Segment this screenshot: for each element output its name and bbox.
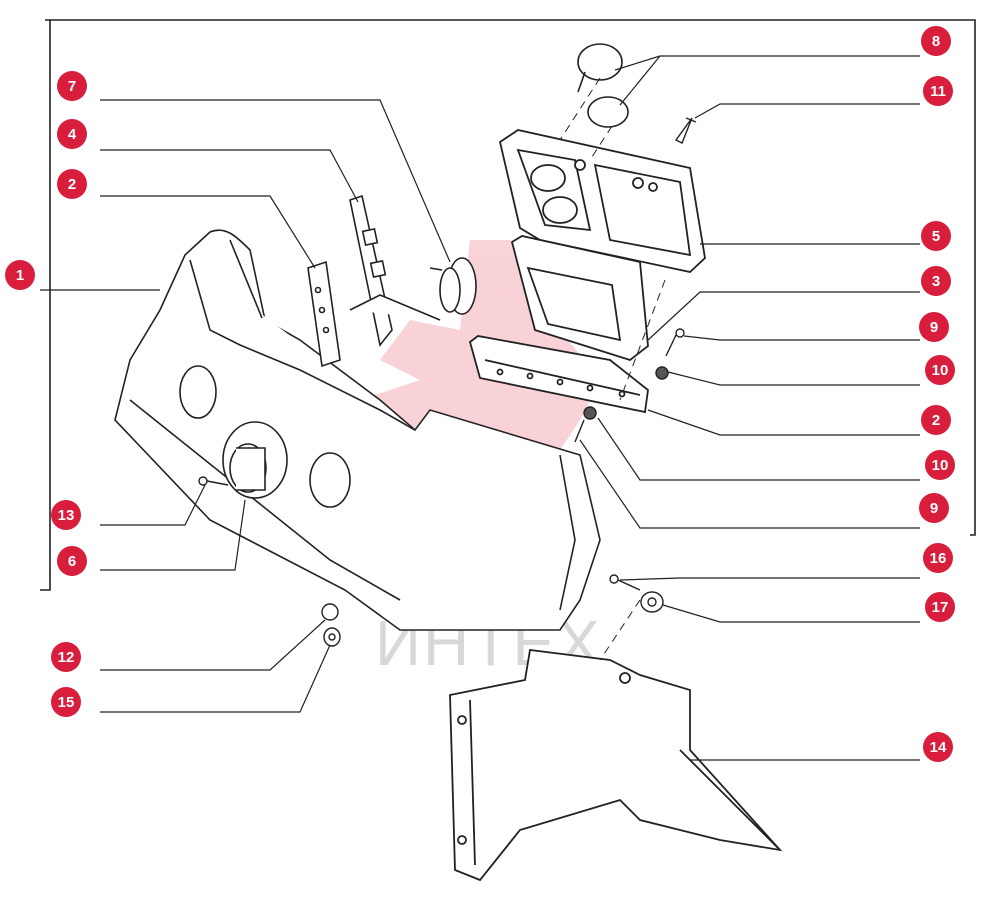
svg-text:9: 9 (930, 319, 938, 336)
svg-text:17: 17 (932, 599, 949, 616)
part-screw-13 (198, 476, 229, 486)
part-buttons (577, 43, 629, 128)
callout-5: 5 (921, 221, 951, 251)
callout-9-upper: 9 (919, 312, 949, 342)
callout-11: 11 (923, 76, 953, 106)
svg-text:2: 2 (932, 412, 940, 429)
alignment-lines (559, 77, 666, 661)
part-fasteners-9-10 (574, 328, 685, 443)
svg-text:15: 15 (58, 694, 75, 711)
callout-1: 1 (5, 260, 35, 290)
callout-4: 4 (57, 119, 87, 149)
part-lower-bracket (449, 648, 783, 882)
assembly-bracket (40, 19, 976, 591)
svg-text:16: 16 (930, 550, 947, 567)
svg-text:11: 11 (930, 83, 946, 100)
callout-6: 6 (57, 546, 87, 576)
callout-16: 16 (923, 543, 953, 573)
callout-12: 12 (51, 642, 81, 672)
svg-text:9: 9 (930, 500, 938, 517)
svg-text:13: 13 (58, 507, 75, 524)
part-connector-strip (307, 260, 341, 368)
callout-15: 15 (51, 687, 81, 717)
svg-text:4: 4 (68, 126, 77, 143)
callout-2-left: 2 (57, 169, 87, 199)
callout-9-lower: 9 (919, 493, 949, 523)
callout-10-upper: 10 (925, 355, 955, 385)
part-switch-frame (498, 129, 706, 273)
svg-text:3: 3 (932, 273, 940, 290)
callout-3: 3 (921, 266, 951, 296)
leader-lines (40, 55, 920, 761)
callout-7: 7 (57, 71, 87, 101)
svg-text:1: 1 (16, 267, 24, 284)
svg-text:12: 12 (58, 649, 75, 666)
callout-8: 8 (921, 26, 951, 56)
svg-text:5: 5 (932, 228, 940, 245)
part-switch-plate (349, 194, 441, 347)
svg-text:10: 10 (932, 362, 949, 379)
part-washer-nut (321, 603, 341, 647)
part-screw-11 (674, 117, 697, 144)
svg-text:8: 8 (932, 33, 940, 50)
part-knob (429, 257, 477, 315)
part-instrument-housing (222, 421, 288, 499)
part-connector-rail (468, 335, 649, 414)
callout-13: 13 (51, 500, 81, 530)
callout-14: 14 (923, 732, 953, 762)
svg-text:2: 2 (68, 176, 76, 193)
svg-text:14: 14 (930, 739, 947, 756)
part-fasteners-16-17 (609, 574, 664, 613)
svg-text:6: 6 (68, 553, 76, 570)
callout-17: 17 (925, 592, 955, 622)
svg-text:7: 7 (68, 78, 76, 95)
callout-10-lower: 10 (925, 450, 955, 480)
callout-2-right: 2 (921, 405, 951, 435)
part-gasket (510, 235, 649, 362)
callout-badges: 1 7 4 2 13 6 12 15 8 11 5 3 9 10 2 10 9 … (5, 26, 955, 762)
svg-text:10: 10 (932, 457, 949, 474)
part-dashboard-panel (114, 229, 601, 631)
